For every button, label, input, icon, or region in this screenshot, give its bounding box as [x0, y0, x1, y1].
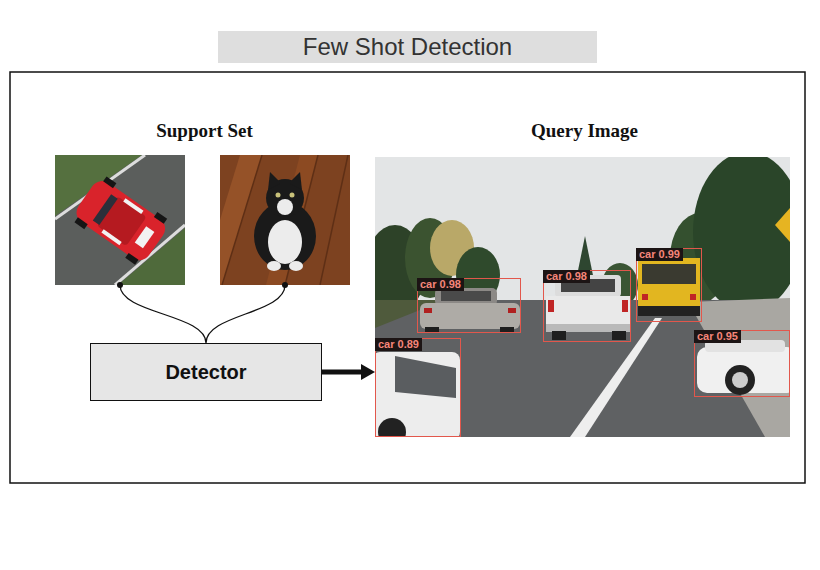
detection-tag: car 0.95: [694, 330, 741, 343]
bumper: [546, 324, 630, 332]
cat-muzzle: [277, 199, 293, 215]
car-window: [395, 356, 456, 398]
lane-line: [570, 318, 662, 437]
cat-ear: [289, 172, 302, 190]
stripe: [101, 229, 121, 245]
tail-light: [690, 294, 696, 300]
bus-body: [638, 258, 700, 316]
detection-tag: car 0.98: [543, 270, 590, 283]
query-street-photo: [375, 157, 790, 437]
car-body: [420, 303, 520, 329]
cat-chest: [268, 220, 302, 264]
cat-eye: [276, 193, 281, 198]
cat-ear: [268, 172, 281, 190]
bumper: [638, 306, 700, 316]
process-box: Detector: [90, 343, 322, 401]
wheel: [154, 212, 167, 224]
hubcap: [732, 372, 748, 388]
car-window: [441, 291, 491, 301]
plank-line: [320, 155, 348, 285]
query-image-panel: Query Imagecar 0.99car 0.98car 0.98car 0…: [375, 157, 794, 437]
joint-dot: [282, 282, 288, 288]
car-body: [72, 176, 170, 265]
plank-line: [222, 155, 262, 285]
tail-light: [548, 300, 554, 312]
plank: [220, 155, 262, 285]
rally-car: [70, 173, 173, 268]
box-label: Detector: [165, 361, 246, 384]
cat-paw: [289, 261, 303, 271]
wheel: [612, 331, 626, 340]
silver-sedan: [420, 288, 520, 333]
detection-tag: car 0.99: [636, 248, 683, 261]
title-band: Few Shot Detection: [218, 31, 597, 63]
tail-light: [642, 294, 648, 300]
detection-box: car 0.95: [694, 330, 790, 397]
detection-box: car 0.99: [636, 248, 702, 322]
wheel: [74, 217, 87, 229]
road: [55, 155, 185, 285]
wheel: [125, 253, 138, 265]
wheel: [378, 418, 406, 437]
cat-eye: [290, 193, 295, 198]
detection-box: car 0.98: [543, 270, 631, 342]
support-set-group: Support Set: [55, 120, 354, 285]
merge-connector: [120, 285, 285, 343]
windshield: [93, 194, 118, 225]
cat-paw: [267, 261, 281, 271]
wood-floor: [220, 155, 350, 285]
tree: [693, 157, 790, 312]
cat: [254, 172, 316, 271]
tail-light: [424, 308, 432, 313]
stripe: [135, 226, 155, 248]
car-body: [546, 296, 630, 328]
outer-frame: [10, 72, 805, 483]
wheel: [103, 176, 116, 188]
white-pickup: [546, 275, 630, 340]
stripe: [123, 198, 143, 214]
detection-box: car 0.98: [417, 278, 521, 333]
wheel: [725, 365, 755, 395]
white-car-right: [697, 340, 790, 395]
tail-light: [508, 308, 516, 313]
white-car-left: [375, 352, 460, 437]
detection-tag: car 0.98: [417, 278, 464, 291]
tail-light: [622, 300, 628, 312]
group-heading: Support Set: [55, 120, 354, 142]
road-sign: [775, 208, 790, 242]
wheel: [552, 331, 566, 340]
panel-heading: Query Image: [375, 120, 794, 142]
detection-tag: car 0.89: [375, 338, 422, 351]
detection-box: car 0.89: [375, 338, 461, 437]
support-cat-photo: [220, 155, 350, 285]
joint-dot: [117, 282, 123, 288]
support-car-photo: [55, 155, 185, 285]
yellow-bus: [638, 258, 700, 316]
bus-window: [642, 264, 696, 284]
arrow-connector: [322, 370, 361, 375]
